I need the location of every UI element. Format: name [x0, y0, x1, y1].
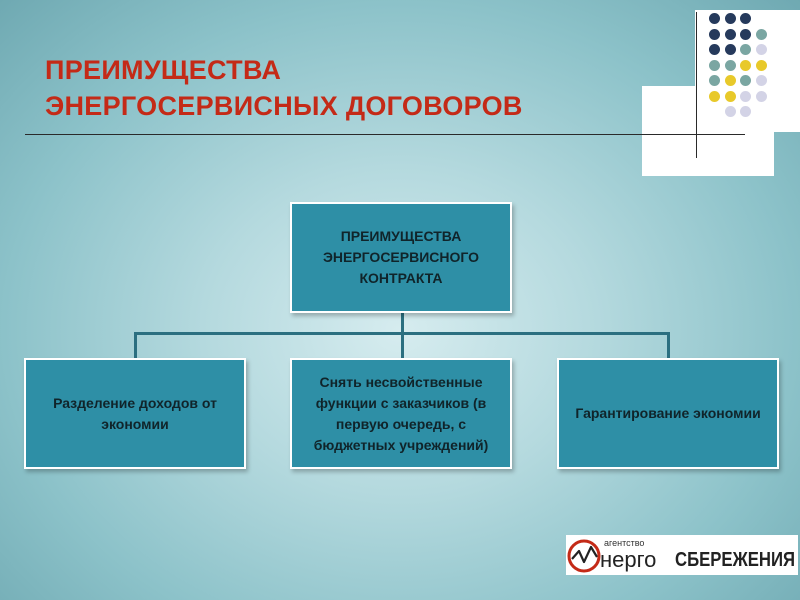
logo-word-1: нерго: [600, 547, 656, 572]
decor-dot: [709, 28, 720, 40]
decor-vertical-line: [696, 12, 697, 158]
decor-dot: [709, 44, 720, 55]
decor-dot: [740, 59, 751, 71]
decor-dot: [724, 13, 736, 24]
agency-logo: агентство нерго СБЕРЕЖЕНИЯ: [566, 535, 798, 575]
logo-small-text: агентство: [604, 538, 644, 548]
decor-dot: [709, 13, 720, 24]
decor-dot: [755, 59, 767, 71]
decor-dot: [709, 59, 720, 71]
decor-dot: [724, 28, 736, 40]
diagram-child-label-3: Гарантирование экономии: [575, 405, 761, 421]
diagram-child-box-1: Разделение доходов от экономии: [24, 358, 246, 469]
connector-right-down: [667, 332, 670, 359]
decor-dot: [724, 44, 736, 55]
connector-left-down: [134, 332, 137, 359]
diagram-child-label-1: Разделение доходов от экономии: [53, 394, 217, 432]
decor-dot: [755, 90, 767, 102]
logo-word-2: СБЕРЕЖЕНИЯ: [675, 549, 795, 571]
decor-dot: [709, 75, 720, 86]
decor-dot: [740, 44, 751, 55]
decor-dot: [724, 75, 736, 86]
agency-logo-graphic: агентство нерго СБЕРЕЖЕНИЯ: [566, 535, 798, 575]
diagram-child-box-2: Снять несвойственные функции с заказчико…: [290, 358, 512, 469]
connector-root-down: [401, 312, 404, 334]
decor-dot: [724, 106, 736, 117]
diagram-child-box-3: Гарантирование экономии: [557, 358, 779, 469]
decor-dot: [740, 75, 751, 86]
decor-dot: [740, 90, 751, 102]
decor-dot: [724, 59, 736, 71]
title-underline: [25, 134, 745, 135]
decor-dot: [724, 90, 736, 102]
decor-dot: [740, 28, 751, 40]
decor-dot: [740, 13, 751, 24]
decor-dot: [740, 106, 751, 117]
slide-title: ПРЕИМУЩЕСТВА ЭНЕРГОСЕРВИСНЫХ ДОГОВОРОВ: [45, 52, 523, 124]
diagram-root-label: ПРЕИМУЩЕСТВА ЭНЕРГОСЕРВИСНОГО КОНТРАКТА: [322, 228, 480, 286]
slide-title-line2: ЭНЕРГОСЕРВИСНЫХ ДОГОВОРОВ: [45, 91, 523, 121]
decor-dot: [755, 44, 767, 55]
decor-dot: [709, 90, 720, 102]
decor-dot: [755, 28, 767, 40]
connector-middle-down: [401, 332, 404, 359]
slide-title-line1: ПРЕИМУЩЕСТВА: [45, 55, 282, 85]
decor-dot: [755, 75, 767, 86]
diagram-child-label-2: Снять несвойственные функции с заказчико…: [313, 373, 489, 453]
diagram-root-box: ПРЕИМУЩЕСТВА ЭНЕРГОСЕРВИСНОГО КОНТРАКТА: [290, 202, 512, 313]
